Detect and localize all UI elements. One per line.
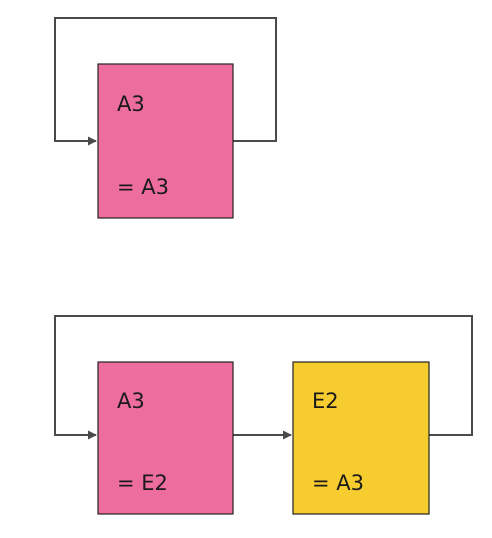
cell-node-formula: = E2 [117, 471, 168, 495]
cell-node-label: A3 [117, 389, 145, 413]
cell-node-label: A3 [117, 92, 145, 116]
cell-node-formula: = A3 [312, 471, 364, 495]
cell-node-e2 [292, 361, 430, 515]
cell-node-a3 [97, 63, 234, 219]
cell-node-label: E2 [312, 389, 339, 413]
diagram-self-reference: A3 = A3 [54, 17, 277, 219]
cycle-return-arrow [54, 315, 473, 440]
self-loop-arrow [54, 17, 277, 146]
cell-node-a3 [97, 361, 234, 515]
diagram-cycle: A3 = E2 E2 = A3 [54, 315, 473, 515]
cell-node-formula: = A3 [117, 175, 169, 199]
